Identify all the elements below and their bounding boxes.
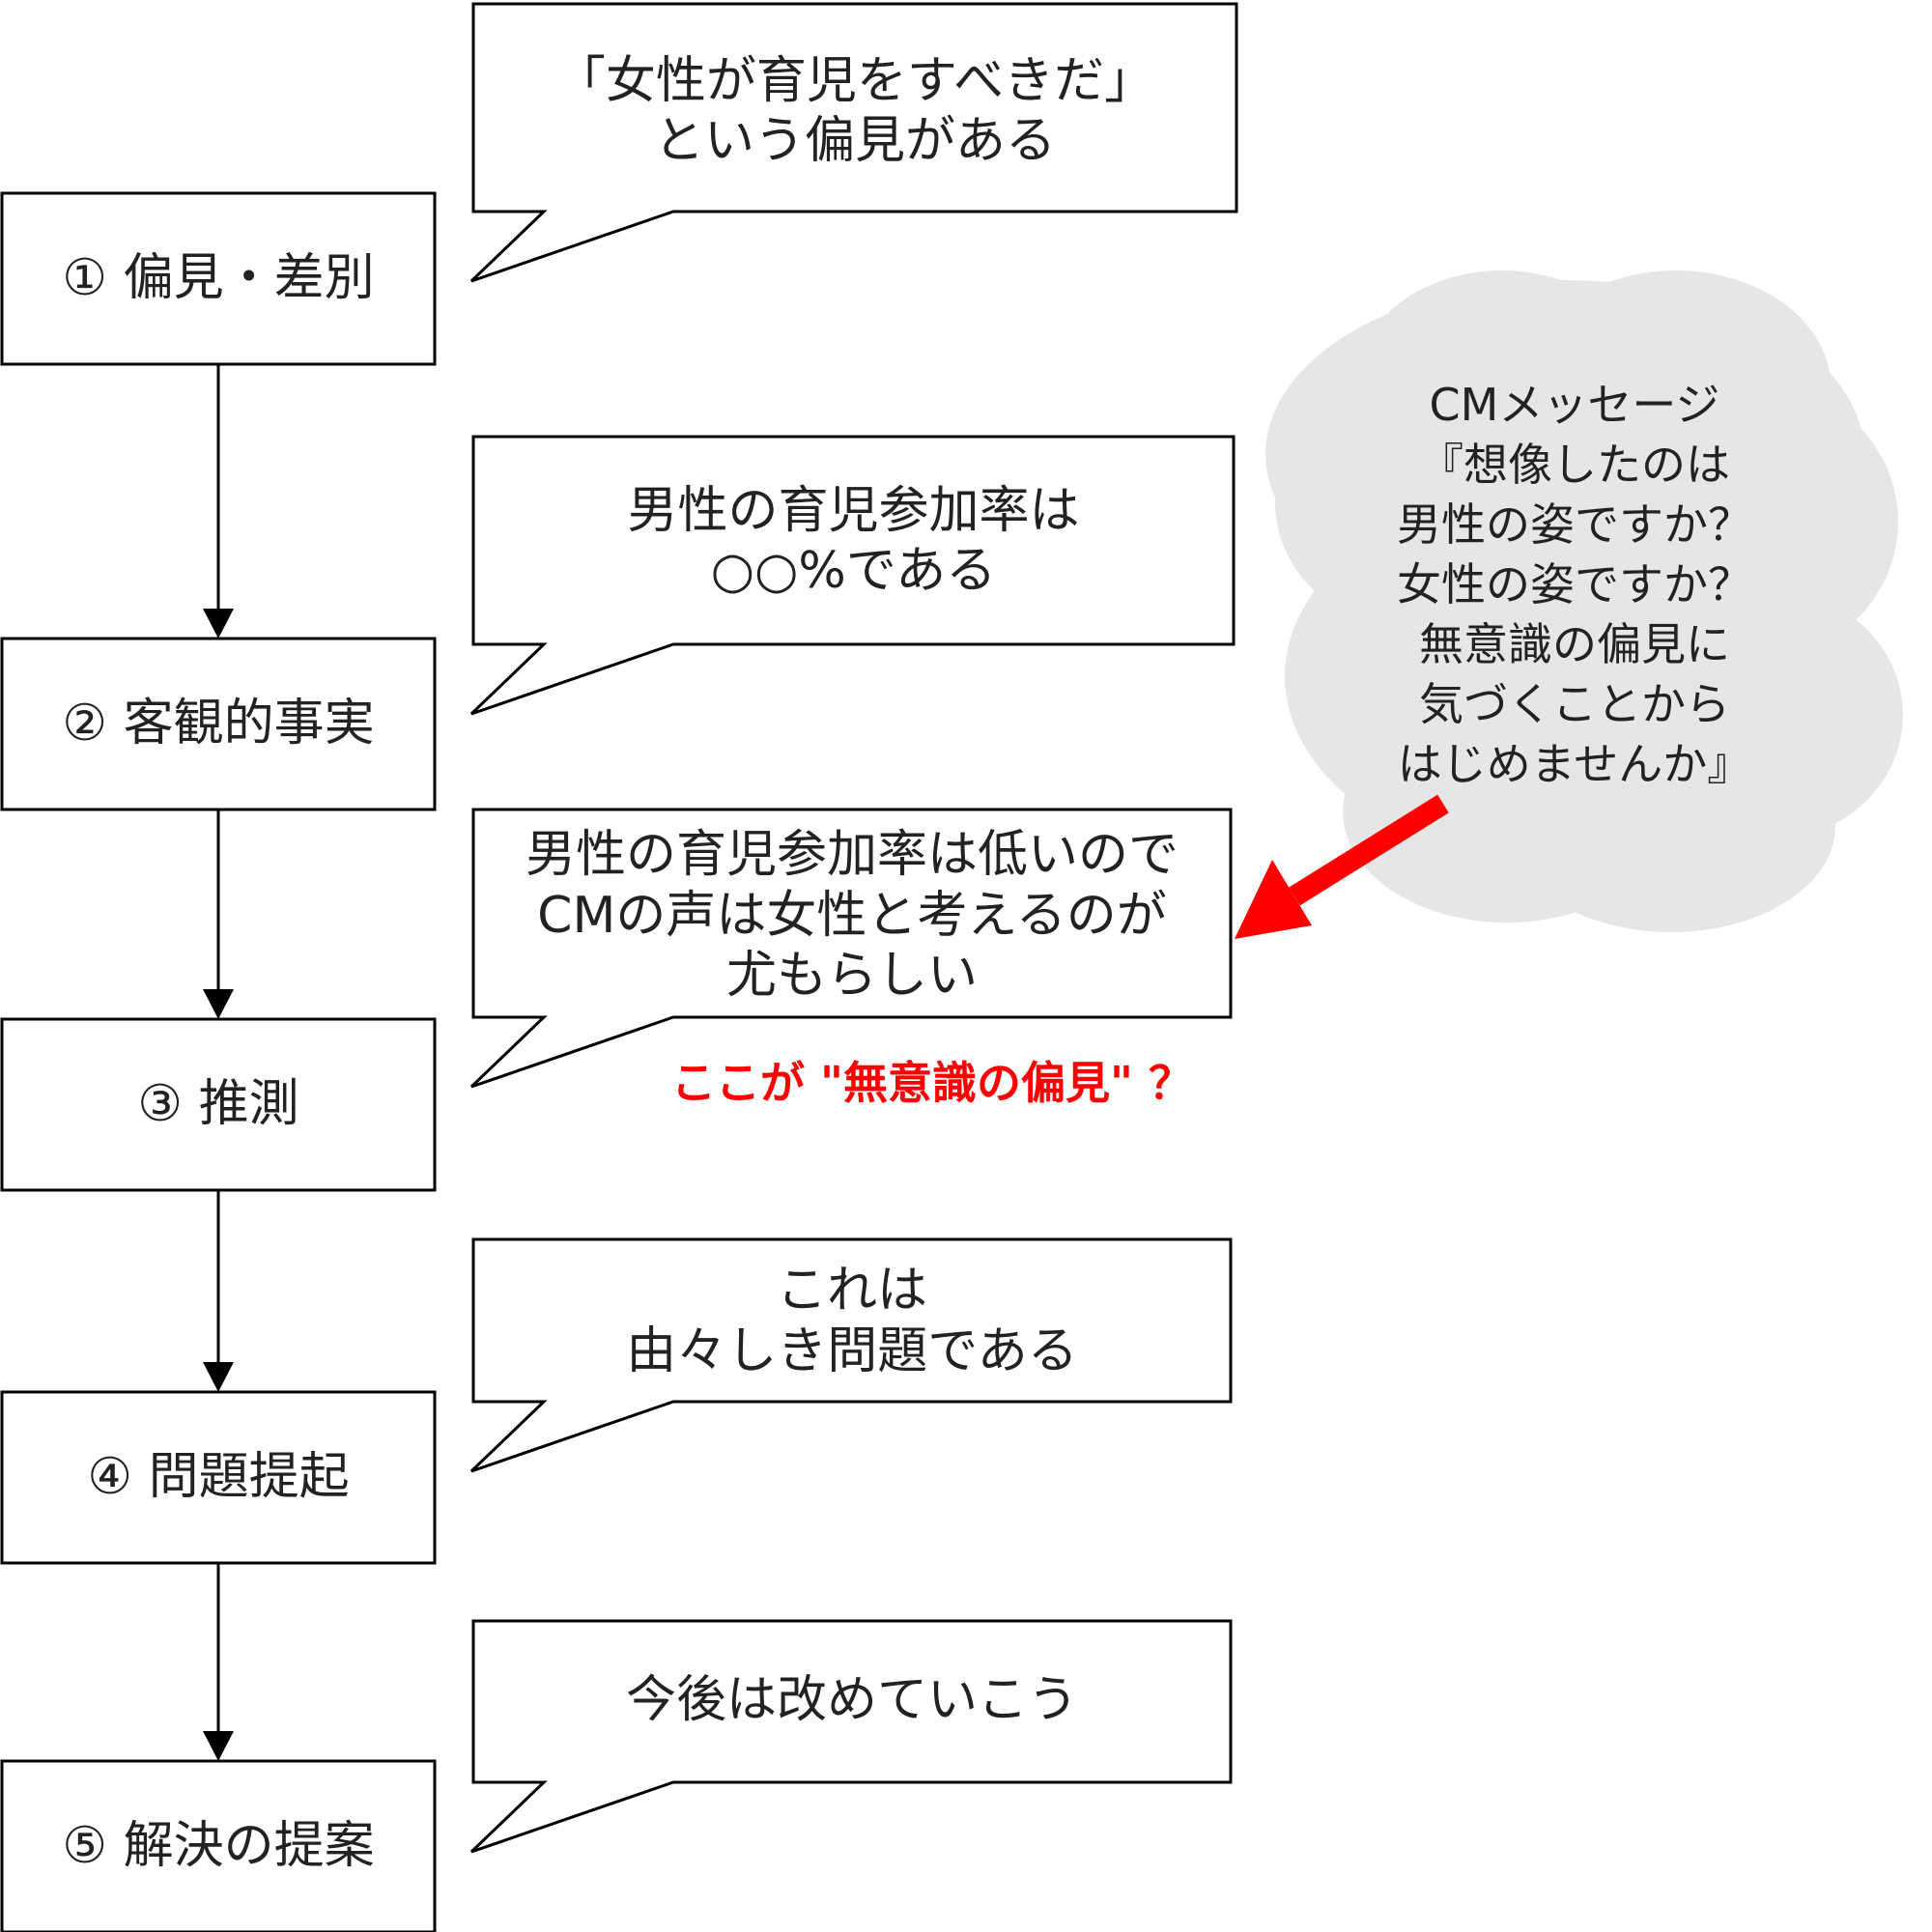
step-label-1: ① 偏見・差別 <box>62 249 375 308</box>
flow-arrow-1-2 <box>203 364 234 639</box>
flow-arrow-2-3 <box>203 810 234 1019</box>
speech-bubble-1 <box>469 2 1238 283</box>
cloud-text: CMメッセージ 『想像したのは 男性の姿ですか？ 女性の姿ですか？ 無意識の偏見… <box>1397 378 1752 791</box>
step-label-3: ③ 推測 <box>137 1075 299 1134</box>
flow-arrow-4-5 <box>203 1563 234 1761</box>
speech-bubble-3 <box>469 808 1233 1089</box>
bubble-text-5: 今後は改めていこう <box>625 1670 1078 1729</box>
bubble-text-4: これは 由々しき問題である <box>626 1262 1078 1380</box>
thought-cloud <box>1265 270 1903 932</box>
bubble-text-3: 男性の育児参加率は低いので CMの声は女性と考えるのが 尤もらしい <box>525 826 1179 1006</box>
step-box-2 <box>0 637 437 811</box>
step-label-4: ④ 問題提起 <box>87 1448 350 1507</box>
step-box-5 <box>0 1759 437 1932</box>
step-box-1 <box>0 191 437 366</box>
speech-bubble-5 <box>469 1619 1233 1854</box>
step-box-4 <box>0 1390 437 1565</box>
step-label-2: ② 客観的事実 <box>62 695 375 753</box>
bubble-text-2: 男性の育児参加率は ○○%である <box>627 481 1080 600</box>
step-label-5: ⑤ 解決の提案 <box>62 1817 375 1876</box>
flow-arrow-3-4 <box>203 1190 234 1392</box>
unconscious-bias-note: ここが "無意識の偏見" ？ <box>671 1057 1193 1110</box>
speech-bubble-2 <box>469 435 1236 716</box>
speech-bubble-4 <box>469 1237 1233 1473</box>
bubble-text-1: 「女性が育児をすべきだ」 という偏見がある <box>554 51 1155 170</box>
red-arrow <box>1235 794 1449 939</box>
